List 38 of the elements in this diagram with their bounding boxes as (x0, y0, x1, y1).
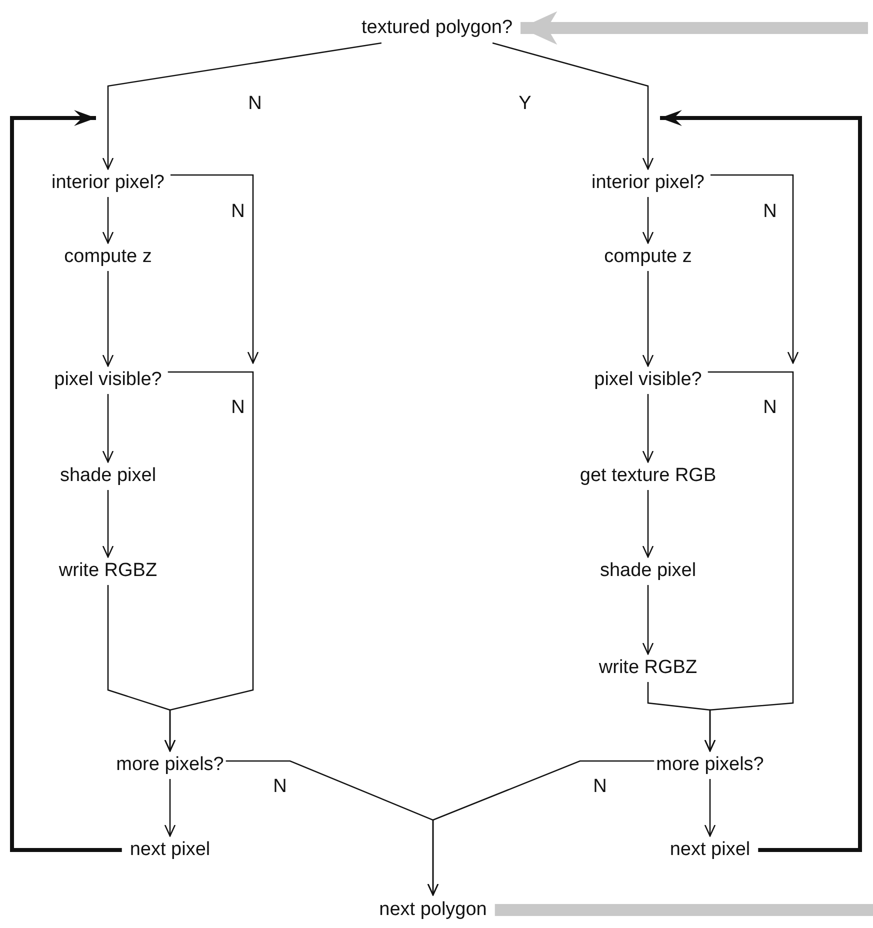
arrow (427, 760, 654, 896)
arrow (10, 110, 122, 852)
arrow (647, 682, 716, 752)
step-text: write RGBZ (598, 657, 698, 679)
step-text: next pixel (670, 839, 750, 861)
arrow (642, 271, 654, 367)
arrow (102, 197, 114, 244)
arrow (102, 271, 114, 367)
arrow (642, 490, 654, 558)
arrow (164, 779, 176, 837)
arrow (642, 394, 654, 463)
arrow (710, 174, 799, 364)
step-text: next pixel (130, 839, 210, 861)
arrow (170, 174, 259, 364)
arrow (642, 197, 654, 244)
arrow (660, 110, 862, 852)
step-text: interior pixel? (592, 172, 704, 194)
arrow (102, 42, 382, 170)
step-text: shade pixel (60, 465, 156, 487)
arrow (520, 11, 868, 45)
arrow (102, 394, 114, 463)
arrow (102, 490, 114, 558)
arrow (492, 42, 654, 170)
step-text: textured polygon? (361, 17, 513, 39)
step-text: compute z (64, 246, 152, 268)
arrow (704, 779, 716, 837)
step-text: more pixels? (656, 754, 764, 776)
step-text: get texture RGB (580, 465, 716, 487)
step-text: pixel visible? (54, 369, 162, 391)
step-text: next polygon (379, 899, 487, 921)
step-text: interior pixel? (52, 172, 164, 194)
step-text: compute z (604, 246, 692, 268)
step-text: write RGBZ (58, 560, 158, 582)
step-text: shade pixel (600, 560, 696, 582)
step-text: more pixels? (116, 754, 224, 776)
arrow (642, 585, 654, 655)
step-text: pixel visible? (594, 369, 702, 391)
arrow (107, 585, 176, 752)
